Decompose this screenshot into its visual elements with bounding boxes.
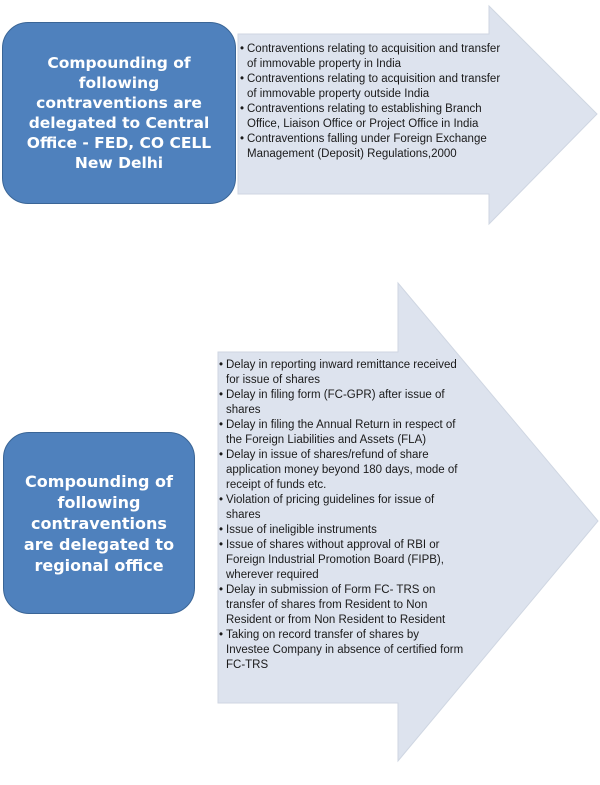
list-item: Taking on record transfer of shares by I… — [219, 628, 464, 673]
regional-office-contraventions-list: Delay in reporting inward remittance rec… — [219, 358, 464, 673]
list-item: Delay in submission of Form FC- TRS on t… — [219, 583, 464, 628]
list-item: Contraventions relating to acquisition a… — [240, 72, 510, 102]
list-item: Contraventions falling under Foreign Exc… — [240, 132, 510, 162]
central-office-contraventions-list: Contraventions relating to acquisition a… — [240, 42, 510, 162]
list-item: Issue of ineligible instruments — [219, 523, 464, 538]
central-office-box: Compounding of following contraventions … — [2, 22, 236, 204]
central-office-box-text: Compounding of following contraventions … — [26, 54, 212, 172]
list-item: Issue of shares without approval of RBI … — [219, 538, 464, 583]
list-item: Delay in issue of shares/refund of share… — [219, 448, 464, 493]
regional-office-box: Compounding of following contraventions … — [3, 432, 195, 614]
list-item: Contraventions relating to establishing … — [240, 102, 510, 132]
list-item: Delay in filing form (FC-GPR) after issu… — [219, 388, 464, 418]
list-item: Contraventions relating to acquisition a… — [240, 42, 510, 72]
regional-office-box-text: Compounding of following contraventions … — [23, 471, 175, 575]
list-item: Delay in filing the Annual Return in res… — [219, 418, 464, 448]
list-item: Delay in reporting inward remittance rec… — [219, 358, 464, 388]
list-item: Violation of pricing guidelines for issu… — [219, 493, 464, 523]
